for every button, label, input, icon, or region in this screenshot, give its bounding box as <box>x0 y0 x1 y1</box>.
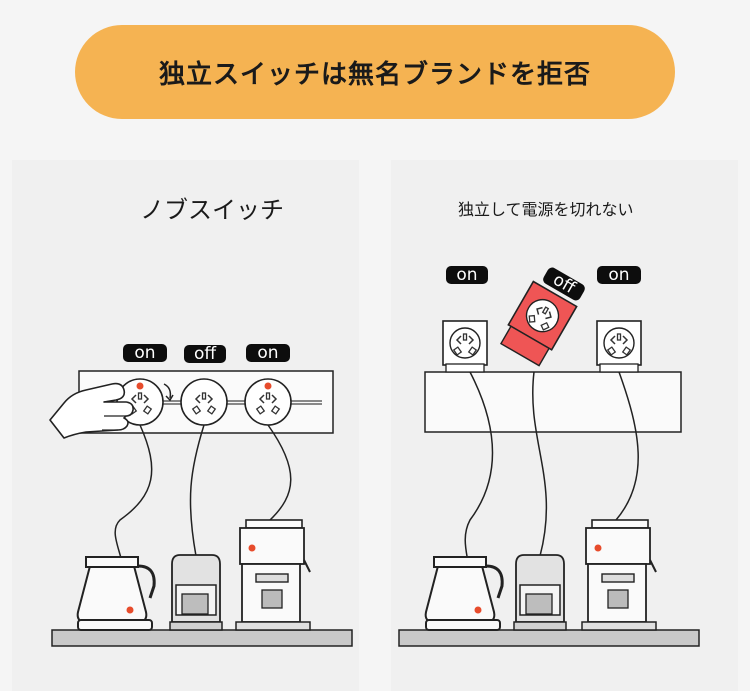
espresso-machine-icon <box>581 519 657 631</box>
plain-power-strip <box>424 371 682 433</box>
kettle-icon <box>76 556 156 631</box>
switch-state-label-1: on <box>123 344 167 362</box>
espresso-machine-icon <box>235 519 311 631</box>
right-shelf <box>398 629 700 647</box>
pulled-plug <box>499 280 578 367</box>
plug-state-label-1: on <box>446 266 488 284</box>
left-shelf <box>51 629 353 647</box>
turn-arrow <box>163 383 172 399</box>
switch-state-label-3: on <box>246 344 290 362</box>
banner-title: 独立スイッチは無名ブランドを拒否 <box>158 59 591 90</box>
knob-socket-2 <box>180 378 228 426</box>
plug-1 <box>442 320 488 373</box>
indicator-light <box>264 382 272 390</box>
indicator-light <box>136 382 144 390</box>
right-panel-caption: 独立して電源を切れない <box>458 200 634 219</box>
hand-icon <box>49 382 134 439</box>
plug-3 <box>596 320 642 373</box>
drip-coffee-machine-icon <box>513 554 567 631</box>
kettle-icon <box>424 556 504 631</box>
switch-state-label-2: off <box>184 345 226 363</box>
plug-state-label-3: on <box>597 266 641 284</box>
drip-coffee-machine-icon <box>169 554 223 631</box>
knob-socket-3 <box>244 378 292 426</box>
title-banner: 独立スイッチは無名ブランドを拒否 <box>75 25 675 119</box>
left-panel-caption: ノブスイッチ <box>140 196 284 224</box>
